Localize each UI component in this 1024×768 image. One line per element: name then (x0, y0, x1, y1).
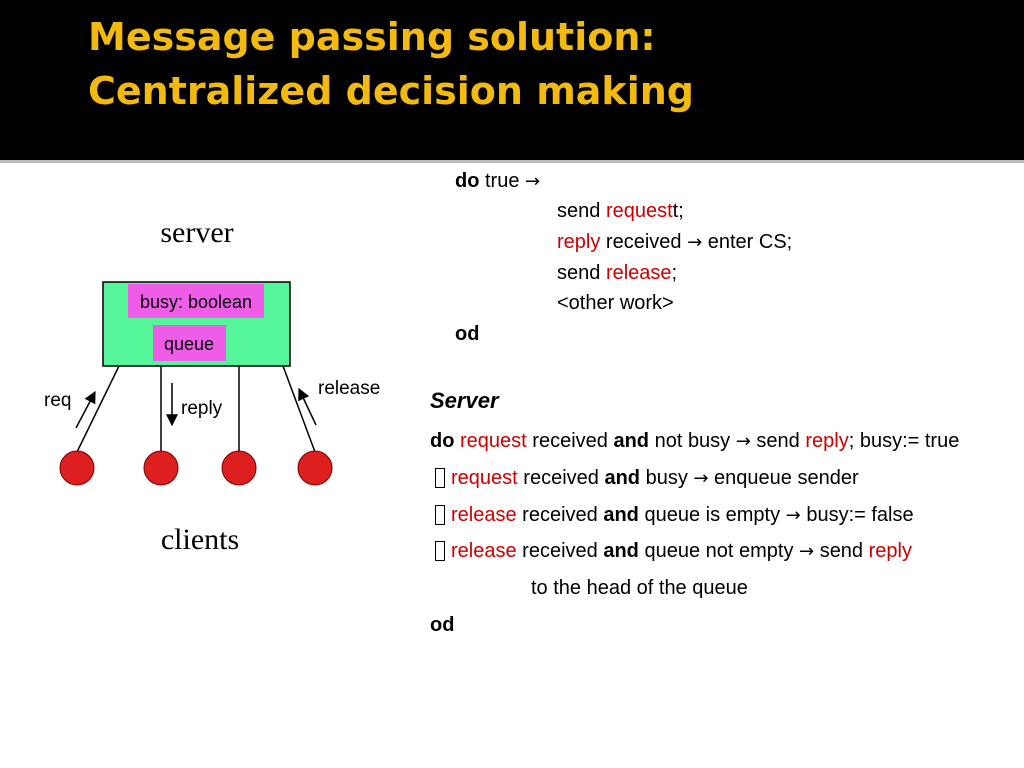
client-4-link (282, 365, 316, 453)
client-code-line-4: send release; (557, 261, 677, 285)
title-bar (0, 0, 1024, 160)
reply-keyword: reply (805, 430, 849, 452)
release-keyword: release (451, 504, 517, 526)
server-clients-diagram: server busy: boolean queue req reply rel… (44, 216, 380, 556)
busy-text: busy (645, 467, 688, 489)
enter-cs-text: enter CS; (707, 231, 793, 253)
queue-field-label: queue (164, 334, 214, 354)
client-code-line-3: reply received → enter CS; (557, 230, 792, 255)
server-code-line-6: od (430, 613, 454, 637)
clients-label: clients (161, 523, 239, 556)
queue-not-empty-text: queue not empty (644, 540, 794, 562)
received-word: received (532, 430, 608, 452)
request-keyword: request (460, 430, 527, 452)
send-word: send (819, 540, 864, 562)
od-keyword: od (455, 323, 480, 345)
not-busy-text: not busy (654, 430, 731, 452)
client-node-2 (143, 450, 179, 486)
received-word: received (605, 231, 682, 253)
server-code-line-3: release received and queue is empty → bu… (435, 503, 914, 528)
do-condition: true (485, 170, 520, 192)
other-work-text: <other work> (557, 292, 674, 314)
busy-assign-true: ; busy:= true (848, 430, 960, 452)
client-1-link (76, 365, 120, 453)
head-of-queue-text: to the head of the queue (531, 577, 748, 599)
od-keyword: od (430, 614, 455, 636)
reply-keyword: reply (557, 231, 601, 253)
server-code-line-4: release received and queue not empty → s… (435, 539, 912, 564)
slide-title-line-2: Centralized decision making (88, 69, 694, 113)
request-keyword: request (605, 200, 673, 222)
title-divider (0, 160, 1024, 163)
send-word: send (756, 430, 800, 452)
received-word: received (522, 504, 598, 526)
send-word: send (557, 262, 601, 284)
and-keyword: and (603, 540, 639, 562)
release-arrow (298, 387, 317, 426)
client-code-line-1: do true → (455, 169, 540, 194)
client-code-line-6: od (455, 322, 479, 346)
enqueue-sender-text: enqueue sender (714, 467, 859, 489)
reply-keyword: reply (868, 540, 912, 562)
do-keyword: do (430, 430, 455, 452)
and-keyword: and (604, 467, 641, 489)
request-keyword: request (451, 467, 518, 489)
queue-empty-text: queue is empty (644, 504, 781, 526)
client-node-3 (221, 450, 257, 486)
received-word: received (522, 540, 598, 562)
right-arrow-icon: → (687, 232, 703, 253)
received-word: received (523, 467, 599, 489)
and-keyword: and (613, 430, 650, 452)
guard-box-icon (435, 468, 445, 488)
busy-assign-false: busy:= false (806, 504, 914, 526)
guard-box-icon (435, 505, 445, 525)
reply-label: reply (181, 398, 223, 419)
semicolon: ; (671, 262, 678, 284)
server-code-line-1: do request received and not busy → send … (430, 429, 959, 454)
release-label: release (318, 378, 380, 399)
send-word: send (557, 200, 601, 222)
slide-title: Message passing solution: Centralized de… (88, 10, 694, 118)
server-code-heading: Server (430, 388, 499, 413)
right-arrow-icon: → (693, 468, 709, 489)
request-suffix: t; (672, 200, 684, 222)
server-label: server (160, 216, 233, 249)
right-arrow-icon: → (735, 431, 751, 452)
do-keyword: do (455, 170, 480, 192)
client-code-line-2: send requestt; (557, 199, 684, 223)
server-code-line-5: to the head of the queue (531, 576, 748, 600)
client-node-4 (297, 450, 333, 486)
client-code-line-5: <other work> (557, 291, 674, 315)
slide-title-line-1: Message passing solution: (88, 15, 656, 59)
right-arrow-icon: → (785, 505, 801, 526)
guard-box-icon (435, 541, 445, 561)
req-label: req (44, 390, 71, 411)
release-keyword: release (605, 262, 672, 284)
and-keyword: and (603, 504, 639, 526)
busy-field-label: busy: boolean (140, 292, 252, 312)
queue-field-box (153, 325, 226, 361)
right-arrow-icon: → (525, 171, 541, 192)
right-arrow-icon: → (799, 541, 815, 562)
release-keyword: release (451, 540, 517, 562)
client-node-1 (59, 450, 95, 486)
server-code-line-2: request received and busy → enqueue send… (435, 466, 859, 491)
req-arrow (75, 390, 96, 429)
busy-field-box (128, 284, 264, 318)
